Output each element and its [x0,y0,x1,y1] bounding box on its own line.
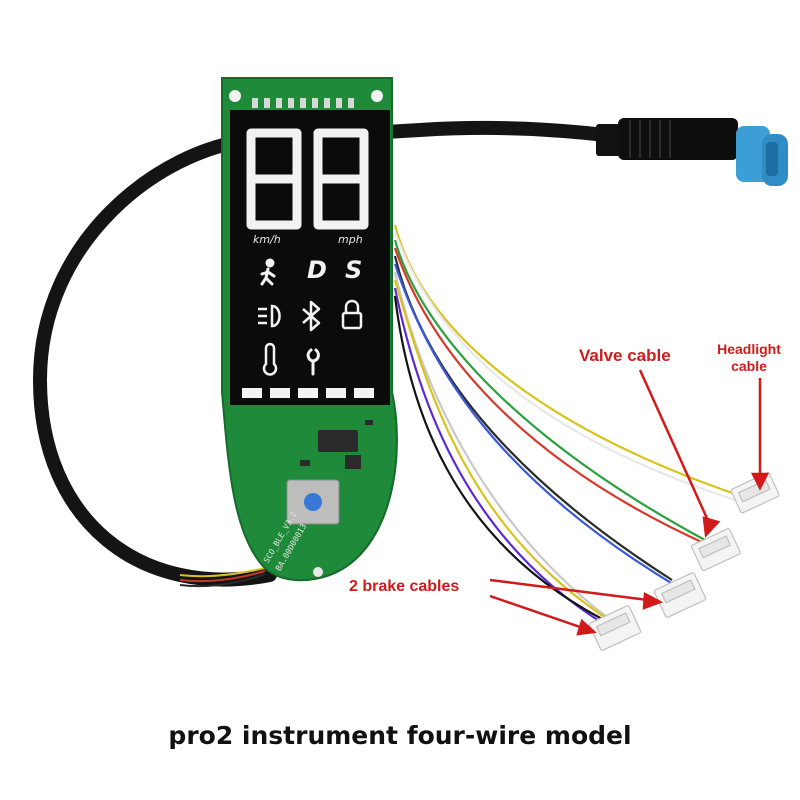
headlight-icon [258,304,281,328]
battery-bars [242,388,374,398]
mode-d-indicator: D [307,256,327,284]
speed-digits [246,128,369,230]
callout-arrows [489,369,770,636]
caption: pro2 instrument four-wire model [168,721,632,750]
lock-icon [341,299,363,330]
headlight-label-line2: cable [731,358,767,374]
wrench-icon [306,348,320,376]
valve-cable-label: Valve cable [579,346,671,365]
bottom-left-wires [179,567,266,588]
tactile-button [304,493,322,511]
kmh-unit-label: km/h [253,233,281,246]
jst-connectors [588,472,780,651]
wire-bundle [393,224,739,627]
bluetooth-icon [302,300,321,332]
headlight-label-line1: Headlight [717,341,781,357]
thermometer-icon [262,342,278,376]
brake-cables-label: 2 brake cables [349,578,460,595]
main-cable [32,120,612,587]
waterproof-connector [596,118,788,186]
lcd-panel [230,110,390,405]
brake-connector-2 [588,605,642,651]
mph-unit-label: mph [338,233,363,246]
walk-icon [260,258,276,286]
mode-s-indicator: S [345,256,363,284]
valve-connector [691,528,741,572]
headlight-cable-label: Headlight cable [704,341,794,375]
brake-connector-1 [653,572,707,618]
